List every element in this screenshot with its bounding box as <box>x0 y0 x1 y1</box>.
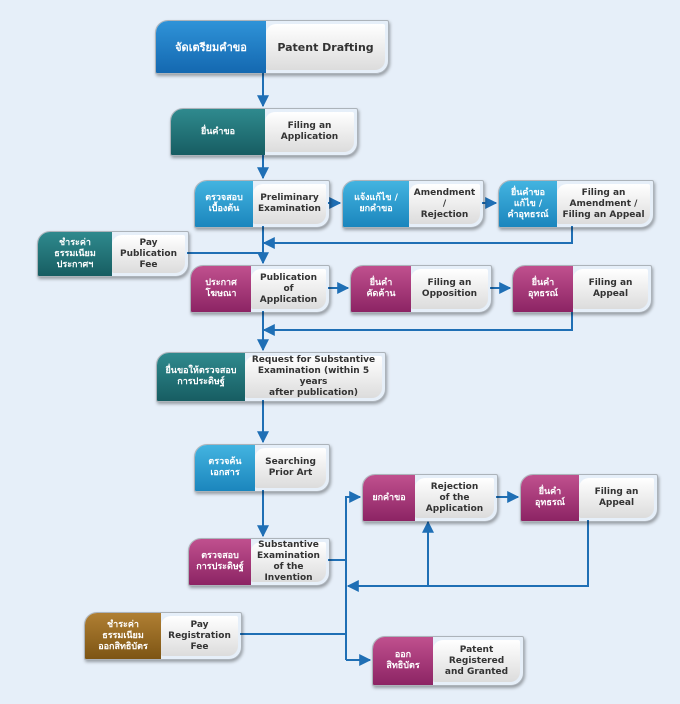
node-appeal2-thai-label: ยื่นคำ อุทธรณ์ <box>521 475 579 521</box>
node-searching-english-label: Searching Prior Art <box>255 448 326 488</box>
node-rejection-thai-label: ยกคำขอ <box>363 475 415 521</box>
node-prelim-thai-label: ตรวจสอบ เบื้องต้น <box>195 181 253 227</box>
node-filing-appeal-bottom: ยื่นคำ อุทธรณ์ Filing an Appeal <box>520 474 658 522</box>
node-filing-amendment-appeal: ยื่นคำขอ แก้ไข / คำอุทธรณ์ Filing an Ame… <box>498 180 654 228</box>
node-filing-application: ยื่นคำขอ Filing an Application <box>170 108 358 156</box>
node-patent-drafting: จัดเตรียมคำขอ Patent Drafting <box>155 20 389 74</box>
node-drafting-thai-label: จัดเตรียมคำขอ <box>156 21 266 73</box>
node-publication-application: ประกาศ โฆษณา Publication of Application <box>190 265 330 313</box>
arrow-appeal-return-to-main <box>262 226 573 249</box>
arrow-appeal2-return <box>346 520 589 592</box>
node-pay-reg-thai-label: ชำระค่า ธรรมเนียม ออกสิทธิบัตร <box>85 613 161 659</box>
node-request-substantive-examination: ยื่นขอให้ตรวจสอบ การประดิษฐ์ Request for… <box>156 352 386 402</box>
node-prelim-english-label: Preliminary Examination <box>253 184 326 224</box>
node-filing-appeal-top: ยื่นคำ อุทธรณ์ Filing an Appeal <box>512 265 652 313</box>
node-appeal2-english-label: Filing an Appeal <box>579 478 654 518</box>
node-substantive-english-label: Substantive Examination of the Invention <box>251 540 326 583</box>
node-publication-english-label: Publication of Application <box>251 269 326 309</box>
node-substantive-examination: ตรวจสอบ การประดิษฐ์ Substantive Examinat… <box>188 538 330 586</box>
node-opposition-thai-label: ยื่นคำ คัดค้าน <box>351 266 411 312</box>
node-pay-registration-fee: ชำระค่า ธรรมเนียม ออกสิทธิบัตร Pay Regis… <box>84 612 242 660</box>
node-preliminary-examination: ตรวจสอบ เบื้องต้น Preliminary Examinatio… <box>194 180 330 228</box>
node-pay-pub-english-label: Pay Publication Fee <box>112 235 185 273</box>
node-appeal1-thai-label: ยื่นคำ อุทธรณ์ <box>513 266 573 312</box>
node-searching-prior-art: ตรวจค้น เอกสาร Searching Prior Art <box>194 444 330 492</box>
node-amend-appeal-thai-label: ยื่นคำขอ แก้ไข / คำอุทธรณ์ <box>499 181 557 227</box>
node-request-english-label: Request for Substantive Examination (wit… <box>245 355 382 398</box>
node-appeal1-english-label: Filing an Appeal <box>573 269 648 309</box>
node-searching-thai-label: ตรวจค้น เอกสาร <box>195 445 255 491</box>
node-filing-thai-label: ยื่นคำขอ <box>171 109 265 155</box>
node-drafting-english-label: Patent Drafting <box>266 24 385 70</box>
node-amendment-thai-label: แจ้งแก้ไข / ยกคำขอ <box>343 181 409 227</box>
node-granted-english-label: Patent Registered and Granted <box>433 640 520 682</box>
node-request-thai-label: ยื่นขอให้ตรวจสอบ การประดิษฐ์ <box>157 353 245 401</box>
node-amendment-rejection: แจ้งแก้ไข / ยกคำขอ Amendment / Rejection <box>342 180 484 228</box>
node-publication-thai-label: ประกาศ โฆษณา <box>191 266 251 312</box>
node-opposition-english-label: Filing an Opposition <box>411 269 488 309</box>
node-pay-pub-thai-label: ชำระค่า ธรรมเนียม ประกาศฯ <box>38 232 112 276</box>
node-amendment-english-label: Amendment / Rejection <box>409 184 480 224</box>
node-amend-appeal-english-label: Filing an Amendment / Filing an Appeal <box>557 184 650 224</box>
node-granted-thai-label: ออก สิทธิบัตร <box>373 637 433 685</box>
node-rejection-english-label: Rejection of the Application <box>415 478 494 518</box>
node-substantive-thai-label: ตรวจสอบ การประดิษฐ์ <box>189 539 251 585</box>
node-rejection-application: ยกคำขอ Rejection of the Application <box>362 474 498 522</box>
arrow-substantive-to-rejection <box>328 491 362 561</box>
node-pay-reg-english-label: Pay Registration Fee <box>161 616 238 656</box>
node-pay-publication-fee: ชำระค่า ธรรมเนียม ประกาศฯ Pay Publicatio… <box>37 231 189 277</box>
node-filing-english-label: Filing an Application <box>265 112 354 152</box>
arrow-appeal1-return-to-main <box>262 311 573 336</box>
node-filing-opposition: ยื่นคำ คัดค้าน Filing an Opposition <box>350 265 492 313</box>
node-patent-granted: ออก สิทธิบัตร Patent Registered and Gran… <box>372 636 524 686</box>
